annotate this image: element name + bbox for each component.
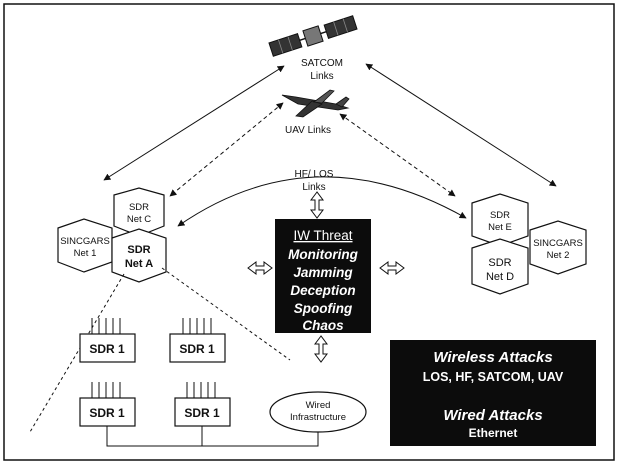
double-arrow-right-icon: [379, 261, 405, 275]
threat-item-jamming: Jamming: [293, 265, 353, 280]
satcom-link-right-arrow: [365, 63, 557, 187]
sincgars-2-label-line2: Net 2: [547, 250, 570, 261]
uav-link-right-arrow: [339, 113, 456, 197]
net-d-label-line2: Net D: [486, 271, 514, 283]
sdr-radio-2: SDR 1: [169, 318, 226, 363]
sdr-radio-3-label: SDR 1: [89, 406, 125, 420]
net-c-label-line1: SDR: [129, 202, 149, 213]
satcom-label-line2: Links: [310, 71, 333, 82]
double-arrow-up-icon: [310, 191, 324, 219]
uav-aircraft-icon: [281, 89, 350, 118]
wireless-attacks-list: LOS, HF, SATCOM, UAV: [423, 370, 564, 384]
net-d-label-line1: SDR: [488, 257, 511, 269]
net-a-label-line2: Net A: [125, 258, 153, 270]
double-arrow-left-icon: [247, 261, 273, 275]
ethernet-bus-line: [106, 426, 319, 447]
sincgars-1-label-line1: SINCGARS: [60, 236, 110, 247]
wired-attacks-title: Wired Attacks: [443, 407, 542, 424]
double-arrow-down-icon: [314, 335, 328, 363]
uav-link-left-arrow: [169, 102, 284, 197]
threat-item-chaos: Chaos: [302, 318, 344, 333]
hex-net-e: SDR Net E: [471, 193, 529, 247]
wired-attacks-list: Ethernet: [469, 426, 518, 440]
sdr-radio-1-label: SDR 1: [89, 342, 125, 356]
hex-sincgars-net-1: SINCGARS Net 1: [57, 218, 113, 273]
threat-item-deception: Deception: [290, 283, 355, 298]
sincgars-1-label-line2: Net 1: [74, 248, 97, 259]
satcom-link-left-arrow: [103, 65, 285, 181]
hex-net-c: SDR Net C: [113, 187, 165, 237]
sdr-radio-4-label: SDR 1: [184, 406, 220, 420]
hf-los-link-arrow: [177, 176, 467, 227]
satcom-label-line1: SATCOM: [301, 58, 343, 69]
attacks-box: Wireless Attacks LOS, HF, SATCOM, UAV Wi…: [390, 340, 596, 446]
iw-threat-box: IW Threat Monitoring Jamming Deception S…: [275, 219, 371, 333]
wired-label-line1: Wired: [306, 400, 331, 411]
iw-threat-title: IW Threat: [293, 228, 352, 243]
hex-net-a: SDR Net A: [111, 228, 167, 283]
hex-sincgars-net-2: SINCGARS Net 2: [529, 220, 587, 275]
hex-net-d: SDR Net D: [471, 238, 529, 295]
wired-infrastructure: Wired Infrastructure: [269, 391, 367, 433]
sdr-radio-4: SDR 1: [174, 382, 231, 427]
net-c-label-line2: Net C: [127, 214, 151, 225]
threat-item-spoofing: Spoofing: [294, 301, 353, 316]
hf-los-label-line2: Links: [302, 182, 325, 193]
net-e-label-line2: Net E: [488, 222, 512, 233]
threat-item-monitoring: Monitoring: [288, 247, 358, 262]
sdr-radio-3: SDR 1: [79, 382, 136, 427]
sdr-radio-1: SDR 1: [79, 318, 136, 363]
net-a-label-line1: SDR: [127, 244, 150, 256]
frame-border: [3, 3, 615, 461]
net-e-label-line1: SDR: [490, 210, 510, 221]
wired-label-line2: Infrastructure: [290, 412, 346, 423]
sincgars-2-label-line1: SINCGARS: [533, 238, 583, 249]
zoom-line-right: [161, 267, 291, 361]
zoom-line-left: [29, 273, 125, 433]
satellite-icon: [268, 15, 358, 57]
sdr-radio-2-label: SDR 1: [179, 342, 215, 356]
hf-los-label-line1: HF/ LOS: [295, 169, 334, 180]
wireless-attacks-title: Wireless Attacks: [433, 349, 552, 366]
uav-links-label: UAV Links: [285, 125, 331, 136]
